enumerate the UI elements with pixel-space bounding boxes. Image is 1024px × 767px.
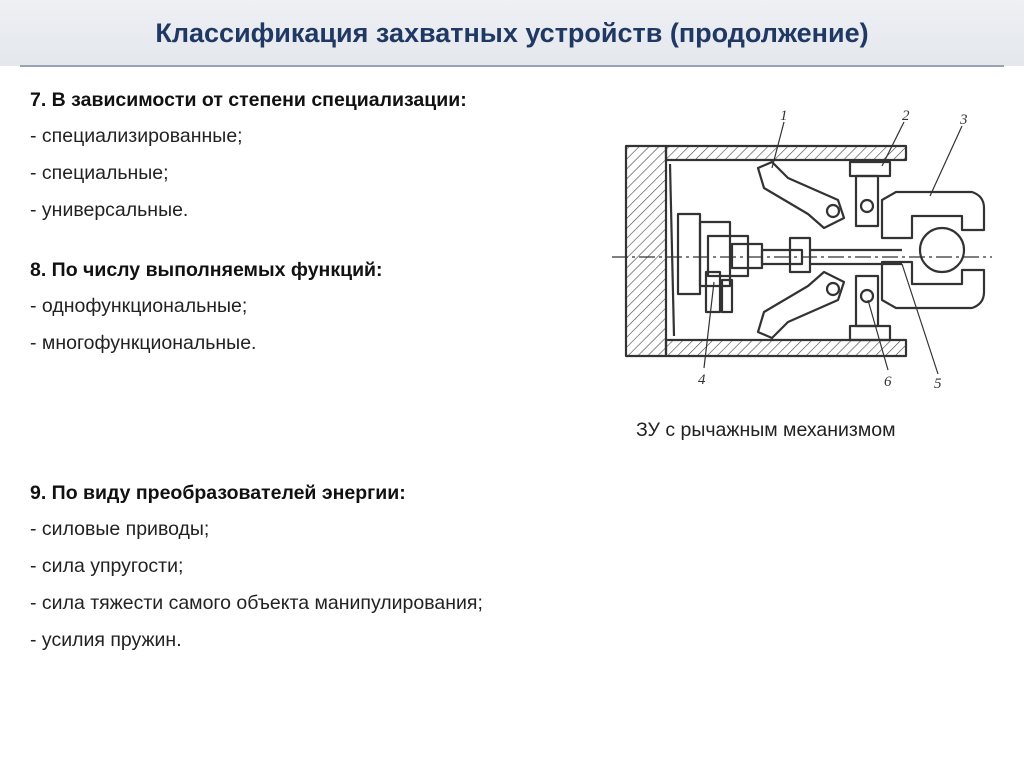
housing-top-wall <box>664 144 908 162</box>
figure-caption: ЗУ с рычажным механизмом <box>636 419 896 441</box>
callout-label: 2 <box>902 108 910 124</box>
bullet-list: однофункциональные; многофункциональные. <box>30 288 630 362</box>
section-heading: 7. В зависимости от степени специализаци… <box>30 89 467 111</box>
callout-label: 4 <box>698 372 706 388</box>
list-item: однофункциональные; <box>30 288 630 325</box>
section-heading: 8. По числу выполняемых функций: <box>30 259 383 281</box>
title-divider <box>20 65 1004 67</box>
gripper-lever-mechanism-drawing: 1 2 3 4 5 6 <box>612 108 992 392</box>
spacer <box>30 385 630 475</box>
page-title: Классификация захватных устройств (продо… <box>155 17 869 48</box>
callout-label: 6 <box>884 374 892 390</box>
section-energy: 9. По виду преобразователей энергии: сил… <box>30 475 630 659</box>
list-item: сила тяжести самого объекта манипулирова… <box>30 585 630 622</box>
callout-label: 3 <box>959 112 968 128</box>
section-functions: 8. По числу выполняемых функций: однофун… <box>30 252 630 362</box>
list-item: специальные; <box>30 155 630 192</box>
housing-bottom-wall <box>664 338 908 358</box>
callout-label: 5 <box>934 376 942 392</box>
list-item: сила упругости; <box>30 548 630 585</box>
bullet-list: силовые приводы; сила упругости; сила тя… <box>30 511 630 659</box>
callout-label: 1 <box>780 108 788 124</box>
section-heading: 9. По виду преобразователей энергии: <box>30 482 406 504</box>
list-item: многофункциональные. <box>30 325 630 362</box>
title-bar: Классификация захватных устройств (продо… <box>0 0 1024 66</box>
section-specialization: 7. В зависимости от степени специализаци… <box>30 82 630 229</box>
bullet-list: специализированные; специальные; универс… <box>30 118 630 229</box>
list-item: универсальные. <box>30 192 630 229</box>
list-item: усилия пружин. <box>30 622 630 659</box>
list-item: специализированные; <box>30 118 630 155</box>
list-item: силовые приводы; <box>30 511 630 548</box>
housing-back-wall <box>624 144 668 358</box>
content-column: 7. В зависимости от степени специализаци… <box>30 82 630 682</box>
